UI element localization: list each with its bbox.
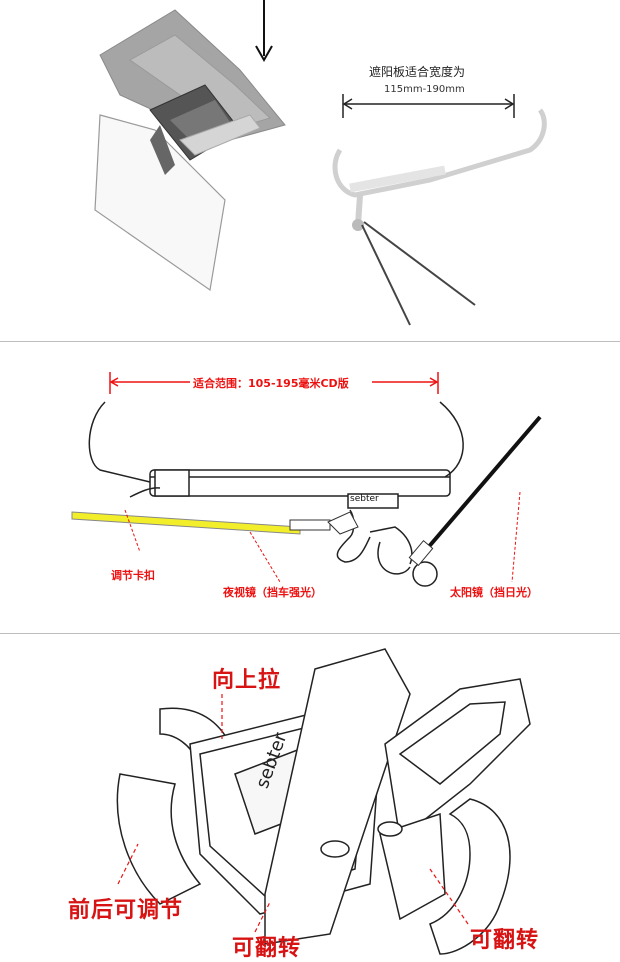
panel-detail-diagram: sebter 向上拉 前后可调节 可翻转 可翻转 — [0, 634, 620, 961]
width-dimension — [342, 94, 515, 118]
divider-1 — [0, 341, 620, 342]
brand-label: sebter — [350, 494, 379, 504]
mechanism-drawing — [116, 648, 531, 955]
structure-drawing — [71, 372, 542, 587]
callout-pull-up: 向上拉 — [212, 668, 282, 693]
panel-install-diagram: 遮阳板适合宽度为 115mm-190mm — [0, 0, 620, 340]
width-title: 遮阳板适合宽度为 — [369, 65, 466, 79]
callout-clip: 调节卡扣 — [111, 569, 155, 582]
visor-clip-photo — [94, 9, 286, 292]
callout-flip-right: 可翻转 — [470, 928, 540, 953]
callout-night: 夜视镜（挡车强光） — [223, 586, 322, 599]
sun-lens — [408, 415, 542, 566]
width-range: 115mm-190mm — [384, 84, 465, 95]
product-photo-illustration — [94, 0, 547, 326]
callout-leaders-2 — [117, 694, 469, 933]
wire-clip-photo — [332, 108, 547, 326]
divider-2 — [0, 633, 620, 634]
down-arrow-icon — [255, 0, 273, 63]
night-lens — [71, 511, 359, 535]
detail-drawing — [116, 648, 531, 955]
callout-front-back: 前后可调节 — [68, 898, 184, 923]
range-label: 适合范围：105-195毫米CD版 — [193, 377, 349, 390]
callout-sun: 太阳镜（挡日光） — [450, 586, 538, 599]
range-dimension — [109, 372, 439, 394]
callout-leaders — [124, 491, 521, 583]
clip-frame — [88, 401, 464, 587]
callout-flip-left: 可翻转 — [232, 936, 302, 961]
panel-structure-diagram: 适合范围：105-195毫米CD版 sebter 调节卡扣 夜视镜（挡车强光） … — [0, 342, 620, 632]
